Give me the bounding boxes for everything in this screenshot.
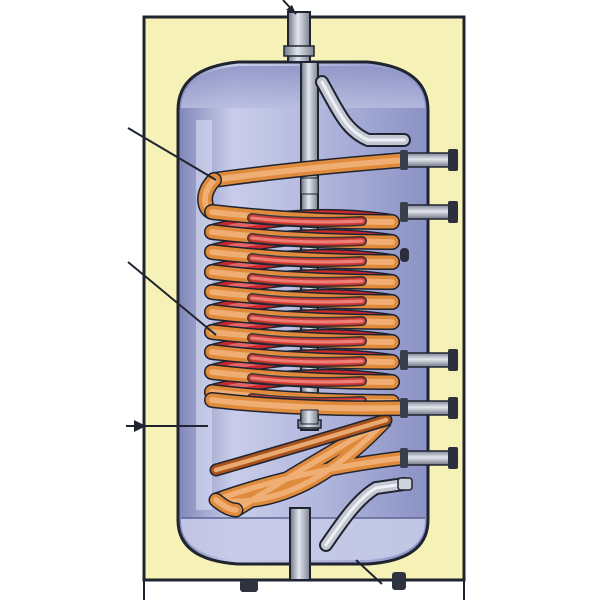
upper-coil-red-band xyxy=(247,253,367,267)
tank-foot-right xyxy=(392,572,406,590)
upper-coil-red-band xyxy=(247,333,367,347)
side-connection-3 xyxy=(400,349,458,371)
side-connection-4 xyxy=(400,397,458,419)
upper-coil-red-band xyxy=(247,293,367,307)
lower-coil-back-turn xyxy=(209,413,393,477)
side-connection-1 xyxy=(400,149,458,171)
bottom-inlet-pipe xyxy=(289,507,311,581)
upper-coil-red-band xyxy=(247,273,367,287)
side-connection-2 xyxy=(400,201,458,223)
callout-lines xyxy=(126,127,383,585)
tank-foot-left xyxy=(240,580,258,592)
cold-water-inlet-pipe xyxy=(319,477,411,552)
upper-coil-outlet-tube xyxy=(204,392,412,417)
upper-coil-red-band xyxy=(247,353,367,367)
tank-feet xyxy=(240,572,406,592)
upper-coil-red-band xyxy=(247,233,367,247)
upper-coil-red-band xyxy=(247,373,367,387)
dip-tube-front xyxy=(300,177,319,425)
sensor-port xyxy=(400,248,409,262)
base-frame xyxy=(143,579,465,600)
top-inlet-pipe xyxy=(282,0,315,63)
hot-water-outlet-pipe xyxy=(315,75,411,147)
lower-coil-bend xyxy=(208,492,244,518)
lower-coil-turns xyxy=(213,413,410,518)
callout-line-1 xyxy=(127,127,217,181)
side-connections xyxy=(397,149,458,491)
upper-coil-red-band xyxy=(247,213,367,227)
callout-arrowhead xyxy=(134,420,146,432)
callout-line-4 xyxy=(355,559,383,585)
upper-heat-exchanger-coil xyxy=(197,152,412,417)
side-connection-6 xyxy=(397,477,413,491)
upper-coil-red-band xyxy=(247,313,367,327)
callout-line-2 xyxy=(127,261,217,336)
side-connection-5 xyxy=(400,447,458,469)
lower-heat-exchanger-coil xyxy=(208,413,410,518)
upper-coil-inlet-tube xyxy=(206,152,412,188)
